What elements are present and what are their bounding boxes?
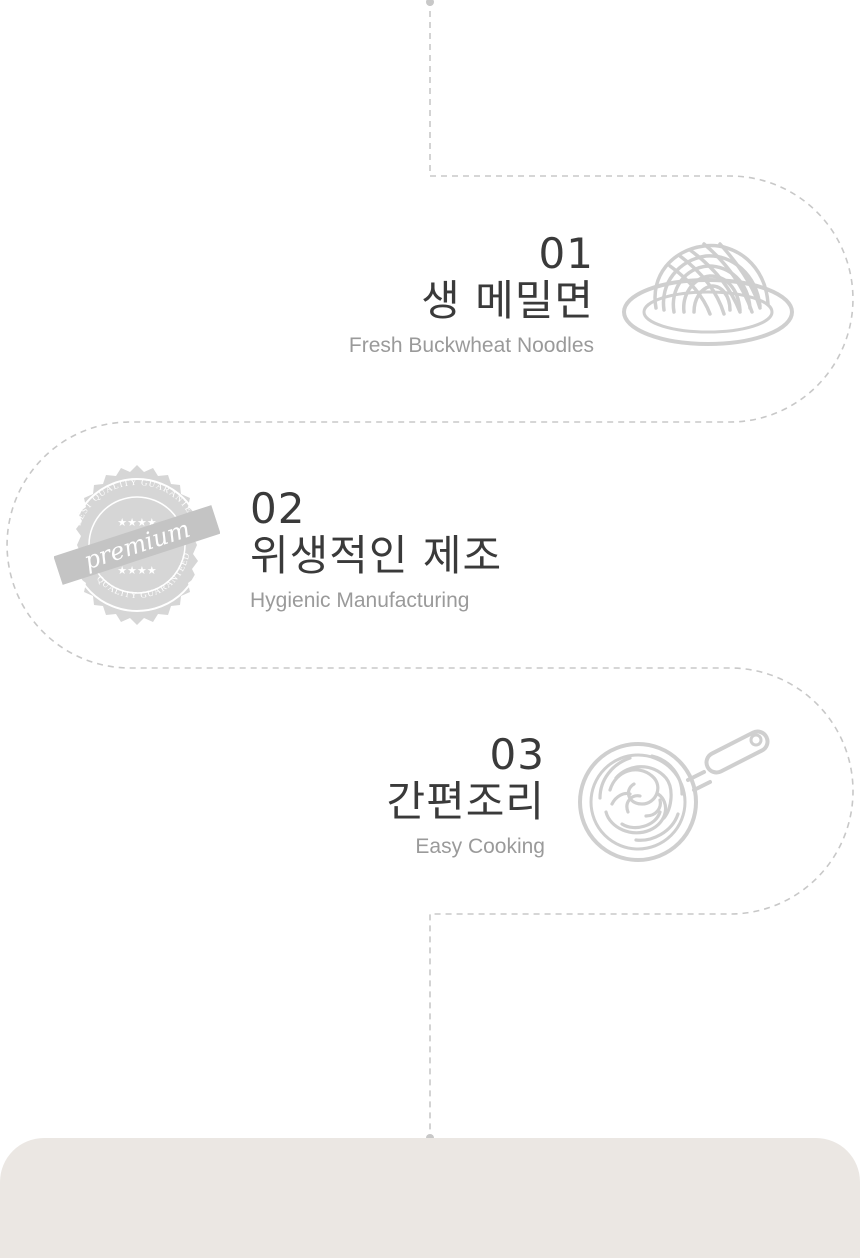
feature-title: 간편조리 — [386, 777, 545, 826]
bottom-panel — [0, 1138, 860, 1258]
feature-subtitle: Hygienic Manufacturing — [250, 589, 470, 612]
premium-stamp-icon: BEST QUALITY GUARANTEED BEST QUALITY GUA… — [53, 462, 221, 628]
feature-02: 02 위생적인 제조 Hygienic Manufacturing — [250, 487, 670, 615]
stamp-stars-top: ★★★★ — [117, 516, 157, 529]
feature-03: 03 간편조리 Easy Cooking — [125, 733, 545, 861]
feature-subtitle: Easy Cooking — [415, 835, 545, 858]
feature-title: 위생적인 제조 — [250, 531, 503, 580]
feature-title: 생 메밀면 — [421, 276, 594, 325]
feature-01: 01 생 메밀면 Fresh Buckwheat Noodles — [174, 232, 594, 360]
feature-number: 02 — [250, 484, 306, 533]
timeline-dot-top — [426, 0, 434, 6]
stamp-stars-bottom: ★★★★ — [117, 564, 157, 577]
noodle-bowl-icon — [620, 236, 796, 352]
frying-pan-icon — [576, 720, 772, 866]
feature-number: 01 — [538, 229, 594, 278]
feature-subtitle: Fresh Buckwheat Noodles — [348, 334, 594, 357]
feature-number: 03 — [489, 730, 545, 779]
